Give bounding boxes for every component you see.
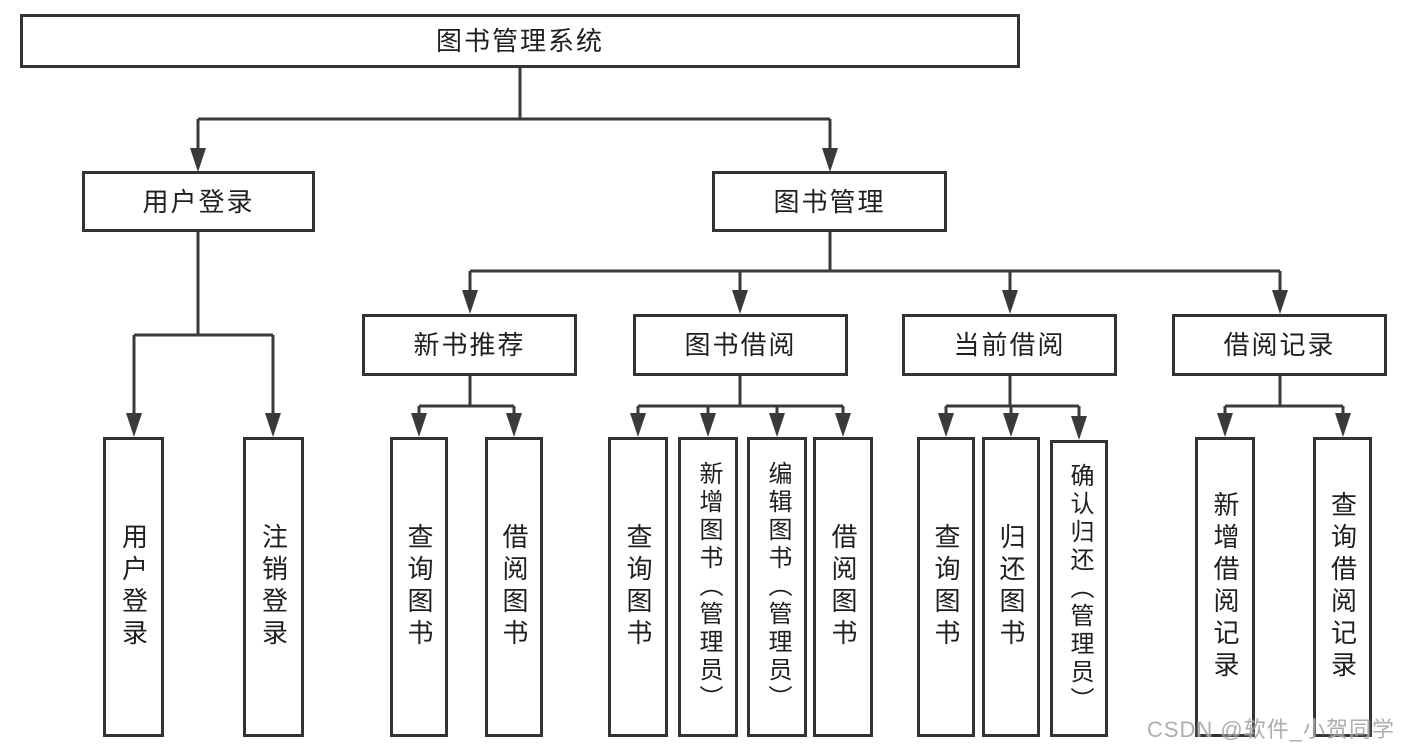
leaf-add-books-admin: 新增图书（管理员） — [678, 437, 738, 737]
leaf-borrow-books: 借阅图书 — [813, 437, 873, 737]
leaf-return-books: 归还图书 — [982, 437, 1040, 737]
node-user-login: 用户登录 — [82, 171, 315, 232]
csdn-watermark: CSDN @软件_小贺同学 — [1146, 717, 1395, 742]
leaf-user-login: 用户登录 — [103, 437, 164, 737]
node-new-book-recommend: 新书推荐 — [362, 314, 577, 376]
leaf-borrow-books-recommend: 借阅图书 — [485, 437, 543, 737]
leaf-edit-books-admin: 编辑图书（管理员） — [747, 437, 807, 737]
leaf-confirm-return-admin: 确认归还（管理员） — [1050, 440, 1108, 737]
leaf-query-books-recommend: 查询图书 — [390, 437, 448, 737]
leaf-add-borrow-record: 新增借阅记录 — [1195, 437, 1255, 737]
leaf-query-books-borrow: 查询图书 — [608, 437, 668, 737]
leaf-query-borrow-record: 查询借阅记录 — [1313, 437, 1372, 737]
node-borrow-records: 借阅记录 — [1172, 314, 1387, 376]
node-root: 图书管理系统 — [20, 14, 1020, 68]
leaf-query-books-current: 查询图书 — [917, 437, 975, 737]
leaf-logout: 注销登录 — [243, 437, 304, 737]
node-book-borrow: 图书借阅 — [633, 314, 848, 376]
node-current-borrow: 当前借阅 — [902, 314, 1117, 376]
node-book-management: 图书管理 — [712, 171, 947, 232]
